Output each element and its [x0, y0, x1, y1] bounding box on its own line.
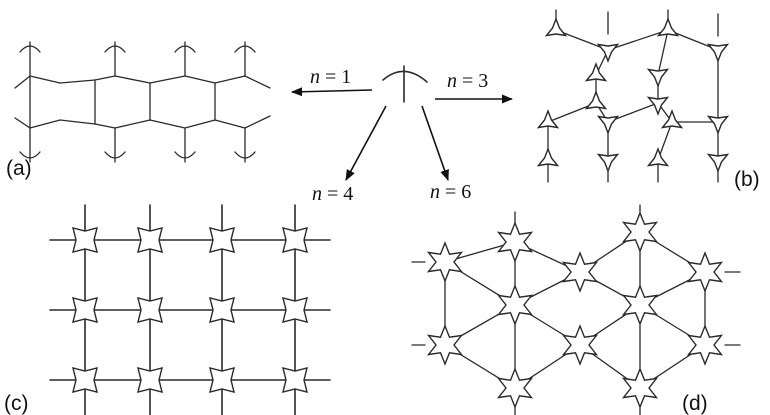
- arrow-to-c: [345, 105, 387, 181]
- panel-c-label: (c): [4, 392, 29, 415]
- square-star-node: [209, 367, 235, 393]
- bottom-cap: [234, 151, 256, 159]
- arrow-to-a: [290, 87, 373, 97]
- zigzag-lower: [29, 119, 61, 129]
- zigzag-lower: [149, 119, 186, 129]
- square-star-node: [72, 367, 98, 393]
- hex-star-node: [426, 324, 464, 366]
- tri-star-node: [584, 62, 608, 82]
- square-star-node: [72, 227, 98, 253]
- zigzag-lower: [244, 115, 271, 129]
- hex-star-node: [496, 367, 534, 409]
- square-star-node: [209, 297, 235, 323]
- panel-a-tiling: [14, 41, 271, 163]
- bottom-cap: [19, 151, 41, 159]
- panel-c-tiling: [49, 204, 331, 415]
- hex-star-node: [426, 241, 464, 283]
- tri-star-node: [706, 115, 730, 135]
- zigzag-upper: [29, 75, 61, 84]
- zigzag-upper: [94, 75, 116, 81]
- tri-star-node: [656, 17, 680, 37]
- zigzag-upper: [14, 75, 31, 89]
- bottom-cap: [104, 151, 126, 159]
- label-n3: n = 3: [447, 70, 488, 92]
- hex-star-node: [496, 284, 534, 326]
- panel-d-tiling: [411, 204, 741, 415]
- square-star-node: [282, 297, 308, 323]
- tri-star-node: [596, 153, 620, 173]
- zigzag-upper: [59, 79, 96, 84]
- zigzag-upper: [184, 75, 216, 84]
- hex-star-node: [496, 221, 534, 263]
- tri-star-node: [646, 68, 670, 88]
- label-n4: n = 4: [312, 183, 353, 205]
- central-motif: [382, 65, 428, 103]
- arrow-to-d: [421, 105, 449, 182]
- zigzag-lower: [114, 119, 151, 129]
- square-star-node: [282, 227, 308, 253]
- hex-star-node: [621, 367, 659, 409]
- square-star-node: [282, 367, 308, 393]
- hex-star-node: [621, 211, 659, 253]
- panel-d-label: (d): [682, 392, 708, 415]
- label-n6: n = 6: [430, 181, 471, 203]
- square-star-node: [137, 297, 163, 323]
- tri-star-node: [596, 115, 620, 135]
- zigzag-upper: [149, 75, 186, 84]
- bottom-cap: [174, 151, 196, 159]
- square-star-node: [137, 227, 163, 253]
- panel-a-label: (a): [6, 157, 32, 180]
- zigzag-lower: [184, 119, 216, 129]
- square-star-node: [137, 367, 163, 393]
- square-star-node: [72, 297, 98, 323]
- zigzag-lower: [214, 119, 246, 129]
- tri-star-node: [706, 153, 730, 173]
- hex-star-node: [686, 251, 724, 293]
- tri-star-node: [646, 147, 670, 167]
- tri-star-node: [584, 90, 608, 110]
- zigzag-lower: [59, 119, 96, 125]
- bond-line: [657, 29, 669, 76]
- tri-star-node: [706, 43, 730, 63]
- tri-star-node: [536, 147, 560, 167]
- zigzag-upper: [114, 75, 151, 84]
- zigzag-upper: [214, 75, 246, 84]
- zigzag-lower: [94, 123, 116, 129]
- hex-star-node: [561, 251, 599, 293]
- panel-b-tiling: [536, 9, 730, 183]
- panel-b-label: (b): [734, 168, 760, 191]
- hex-star-node: [621, 284, 659, 326]
- label-n1: n = 1: [310, 66, 351, 88]
- zigzag-lower: [14, 117, 31, 129]
- hex-star-node: [686, 324, 724, 366]
- tri-star-node: [596, 43, 620, 63]
- zigzag-upper: [244, 75, 271, 89]
- square-star-node: [209, 227, 235, 253]
- bond-line: [607, 29, 669, 51]
- tri-star-node: [544, 17, 568, 37]
- tri-star-node: [660, 109, 684, 129]
- hex-star-node: [561, 324, 599, 366]
- tri-star-node: [646, 96, 670, 116]
- tri-star-node: [536, 109, 560, 129]
